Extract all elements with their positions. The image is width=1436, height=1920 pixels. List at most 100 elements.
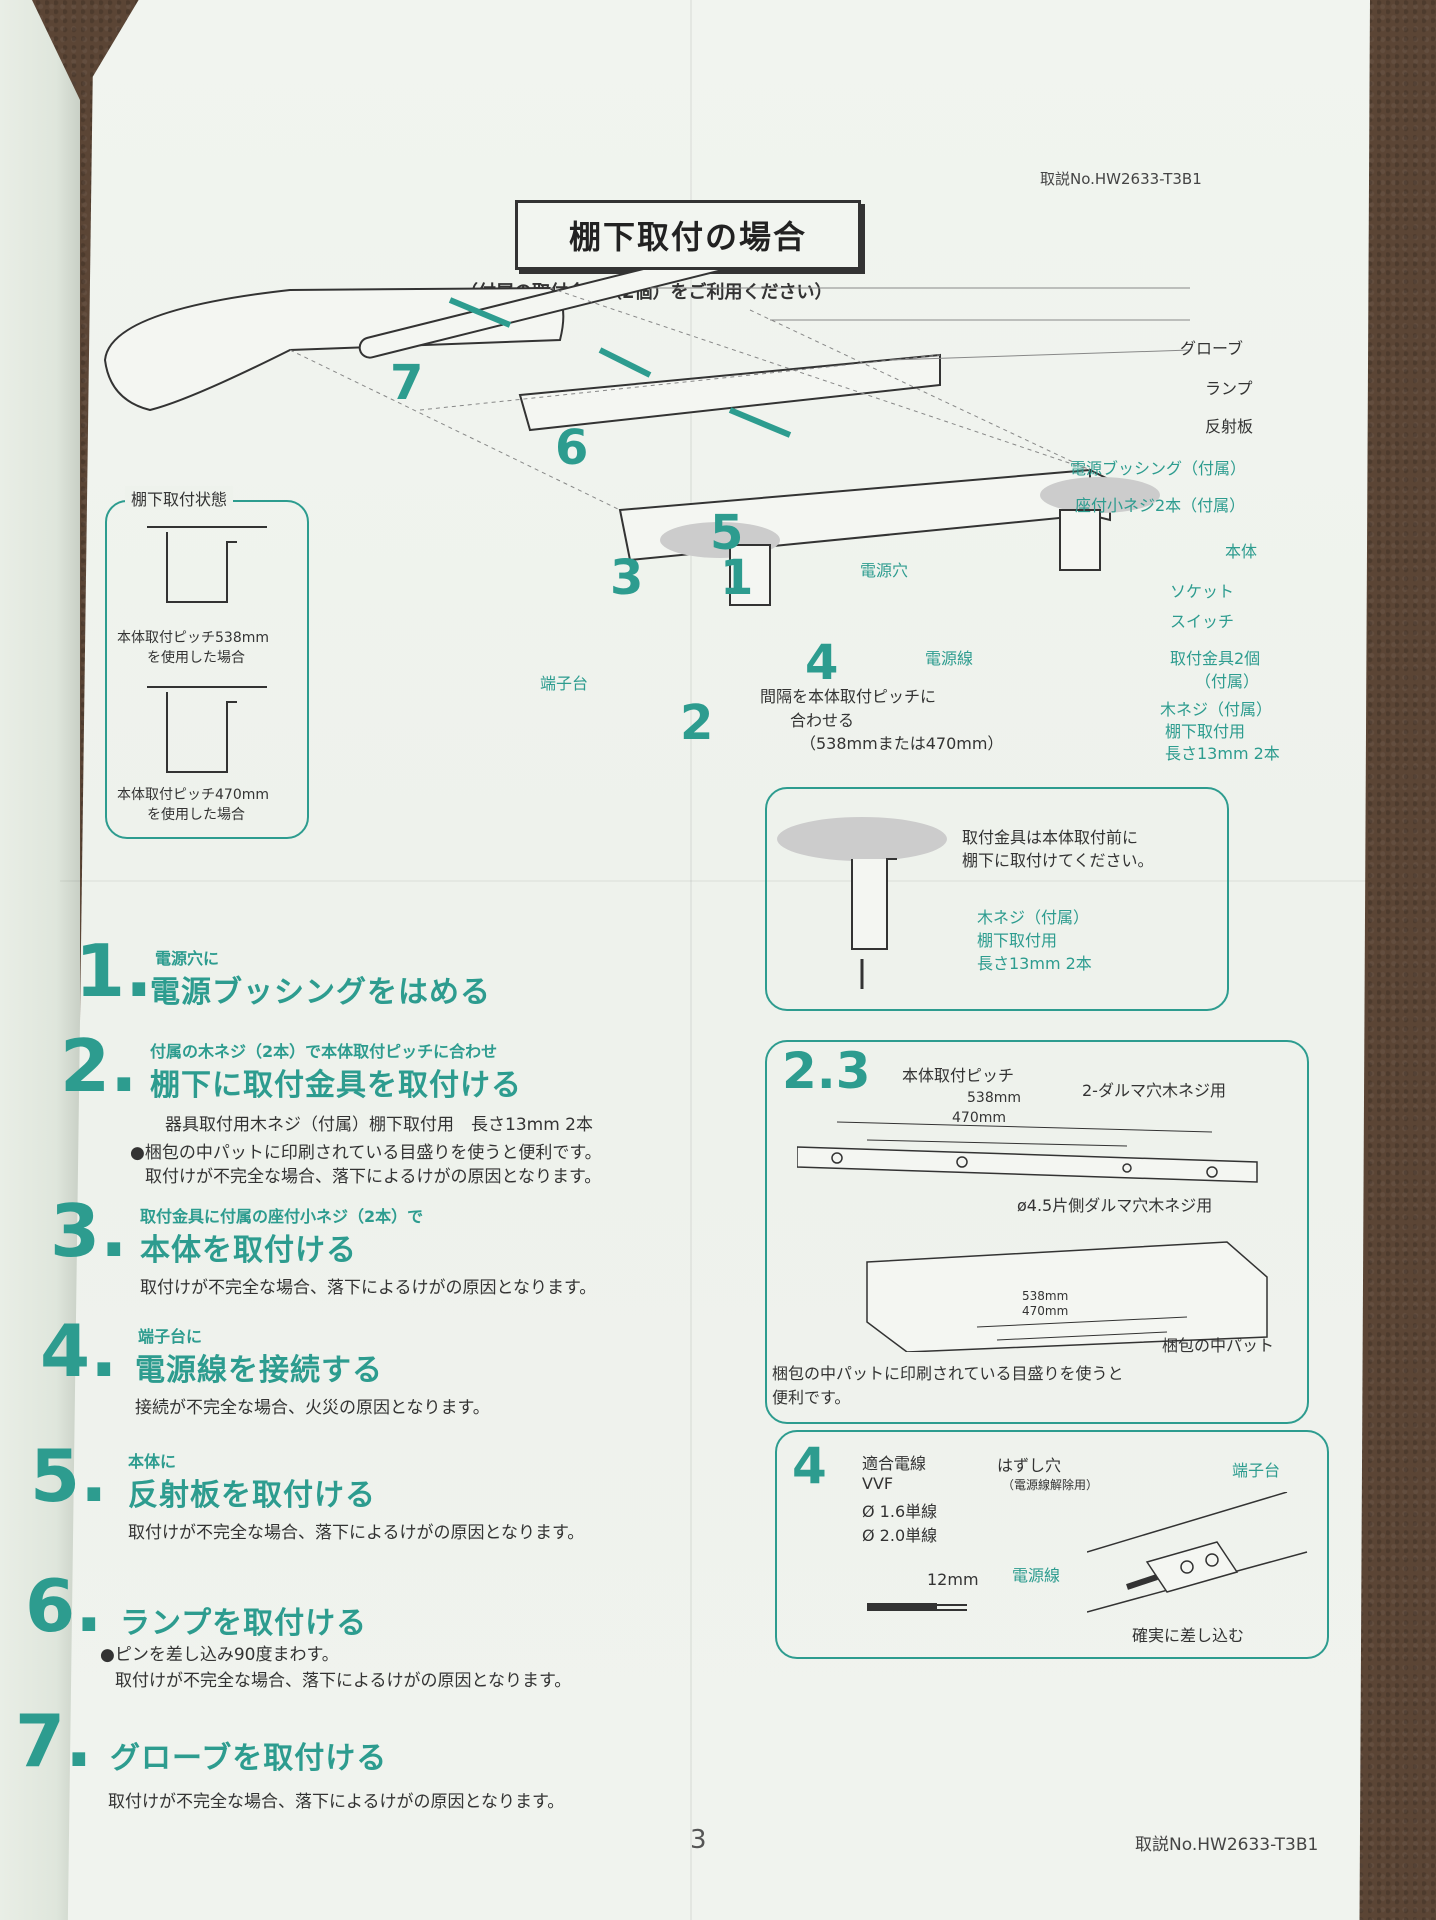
step-3-note-1: 取付けが不完全な場合、落下によるけがの原因となります。 — [140, 1278, 597, 1298]
wire-t2: VVF — [862, 1474, 894, 1493]
label-bracket: 取付金具2個 — [1170, 649, 1261, 668]
step-2-note-1: 器具取付用木ネジ（付属）棚下取付用 長さ13mm 2本 — [165, 1115, 593, 1135]
pad-538: 538mm — [1022, 1289, 1069, 1303]
step-4-big: 電源線を接続する — [135, 1353, 383, 1388]
bracket-panel: 取付金具は本体取付前に 棚下に取付けてください。 木ネジ（付属） 棚下取付用 長… — [765, 787, 1229, 1011]
fold-line-horizontal — [60, 880, 1370, 882]
wire-t1: 適合電線 — [862, 1454, 927, 1473]
exploded-diagram — [103, 270, 1191, 606]
pitch-panel: 2.3 本体取付ピッチ 538mm 470mm 2-ダルマ穴木ネジ用 ø4.5片… — [765, 1040, 1309, 1424]
label-spacing-2: 合わせる — [790, 711, 855, 730]
marker-4: 4 — [805, 635, 839, 691]
bracket-left — [729, 544, 771, 606]
step-5-note-1: 取付けが不完全な場合、落下によるけがの原因となります。 — [128, 1523, 585, 1543]
pitch-note-1: 梱包の中パットに印刷されている目盛りを使うと — [772, 1364, 1124, 1383]
page-title-text: 棚下取付の場合 — [568, 218, 807, 256]
pitch-note-2: 便利です。 — [772, 1388, 851, 1407]
pitch-number: 2.3 — [782, 1042, 871, 1100]
pitch-daruma-1: ø4.5片側ダルマ穴木ネジ用 — [1017, 1196, 1213, 1215]
left-page-edge — [0, 0, 80, 1920]
doc-number-bottom: 取説No.HW2633-T3B1 — [1135, 1835, 1319, 1855]
step-7-note-1: 取付けが不完全な場合、落下によるけがの原因となります。 — [108, 1792, 565, 1812]
step-2-note-3: 取付けが不完全な場合、落下によるけがの原因となります。 — [145, 1167, 602, 1187]
step-7-big: グローブを取付ける — [110, 1741, 388, 1776]
wire-t3: Ø 1.6単線 — [862, 1502, 938, 1521]
bracket-ws-3: 長さ13mm 2本 — [977, 954, 1092, 973]
label-spacing-1: 間隔を本体取付ピッチに — [760, 687, 937, 706]
page-number: 3 — [690, 1825, 707, 1855]
step-2-big: 棚下に取付金具を取付ける — [150, 1068, 522, 1103]
doc-number-top: 取説No.HW2633-T3B1 — [1040, 170, 1202, 188]
bracket-ws-1: 木ネジ（付属） — [977, 908, 1090, 927]
step-2-small: 付属の木ネジ（2本）で本体取付ピッチに合わせ — [150, 1042, 498, 1061]
label-reflector: 反射板 — [1205, 417, 1254, 436]
pitch-title: 本体取付ピッチ — [902, 1066, 1015, 1085]
step-2-number: 2. — [60, 1024, 138, 1108]
label-power-hole: 電源穴 — [860, 561, 909, 580]
marker-7: 7 — [390, 355, 424, 411]
wire-number: 4 — [792, 1437, 827, 1495]
wire-strip-diagram — [867, 1603, 967, 1611]
marker-6: 6 — [555, 420, 589, 476]
label-lamp: ランプ — [1205, 379, 1253, 398]
step-5-small: 本体に — [128, 1452, 177, 1471]
state-panel: 棚下取付状態 本体取付ピッチ538mm を使用した場合 本体取付ピッチ470mm… — [105, 486, 309, 839]
label-wood-screw-2: 棚下取付用 — [1165, 722, 1246, 741]
bracket-text-1: 取付金具は本体取付前に — [962, 828, 1139, 847]
step-2-note-2: ●梱包の中パットに印刷されている目盛りを使うと便利です。 — [130, 1143, 602, 1163]
label-switch: スイッチ — [1170, 612, 1235, 631]
lamp-shape — [358, 270, 740, 359]
label-wood-screw-3: 長さ13mm 2本 — [1165, 744, 1280, 763]
wire-panel: 4 適合電線 VVF Ø 1.6単線 Ø 2.0単線 12mm はずし穴 （電源… — [775, 1430, 1329, 1659]
bracket-ws-2: 棚下取付用 — [977, 931, 1058, 950]
wire-strip: 12mm — [927, 1570, 979, 1589]
reflector-shape — [518, 353, 941, 432]
pitch-daruma-2: 2-ダルマ穴木ネジ用 — [1082, 1081, 1226, 1100]
pitch-470: 470mm — [952, 1110, 1006, 1126]
wire-terminal: 端子台 — [1232, 1461, 1281, 1480]
bracket-text-2: 棚下に取付けてください。 — [962, 851, 1154, 870]
step-1-number: 1. — [75, 929, 153, 1013]
step-1-small: 電源穴に — [155, 949, 220, 968]
wire-release-sub: （電源線解除用） — [1002, 1478, 1099, 1492]
step-7-number: 7. — [15, 1699, 93, 1783]
step-4-note-1: 接続が不完全な場合、火災の原因となります。 — [135, 1398, 490, 1418]
step-6-big: ランプを取付ける — [120, 1606, 368, 1641]
pad-label: 梱包の中パット — [1162, 1336, 1275, 1355]
bracket-diagram — [777, 817, 947, 989]
label-socket: ソケット — [1170, 582, 1235, 601]
step-5-big: 反射板を取付ける — [128, 1478, 376, 1513]
marker-5: 5 — [710, 505, 744, 561]
label-screws: 座付小ネジ2本（付属） — [1075, 496, 1246, 515]
marker-2: 2 — [680, 695, 714, 751]
pitch-diagram — [797, 1121, 1268, 1352]
label-spacing-3: （538mmまたは470mm） — [800, 734, 1004, 753]
step-6-note-2: 取付けが不完全な場合、落下によるけがの原因となります。 — [115, 1671, 572, 1691]
label-terminal: 端子台 — [540, 674, 589, 693]
step-5-number: 5. — [30, 1434, 108, 1518]
step-4-number: 4. — [40, 1309, 118, 1393]
marker-1: 1 — [720, 550, 754, 606]
bracket-right — [1059, 509, 1101, 571]
wire-cable: 電源線 — [1012, 1566, 1061, 1585]
terminal-diagram — [1087, 1492, 1308, 1613]
state-diagram — [147, 526, 267, 773]
step-3-small: 取付金具に付属の座付小ネジ（2本）で — [140, 1207, 424, 1226]
label-wood-screw: 木ネジ（付属） — [1160, 700, 1273, 719]
state-case1-line2: を使用した場合 — [147, 650, 245, 666]
state-case2-line2: を使用した場合 — [147, 807, 245, 823]
label-bracket-sub: （付属） — [1195, 672, 1260, 691]
step-4-small: 端子台に — [138, 1327, 203, 1346]
label-body: 本体 — [1225, 542, 1258, 561]
step-3-big: 本体を取付ける — [140, 1233, 357, 1268]
wire-insert: 確実に差し込む — [1132, 1626, 1245, 1645]
state-case1-line1: 本体取付ピッチ538mm — [117, 630, 269, 646]
step-1-big: 電源ブッシングをはめる — [150, 975, 491, 1010]
page-title: 棚下取付の場合 — [515, 200, 861, 270]
step-6-note-1: ●ピンを差し込み90度まわす。 — [100, 1645, 339, 1665]
wire-release: はずし穴 — [997, 1456, 1062, 1475]
step-3-number: 3. — [50, 1189, 128, 1273]
step-6-number: 6. — [25, 1564, 103, 1648]
state-case2-line1: 本体取付ピッチ470mm — [117, 787, 269, 803]
pitch-538: 538mm — [967, 1090, 1021, 1106]
